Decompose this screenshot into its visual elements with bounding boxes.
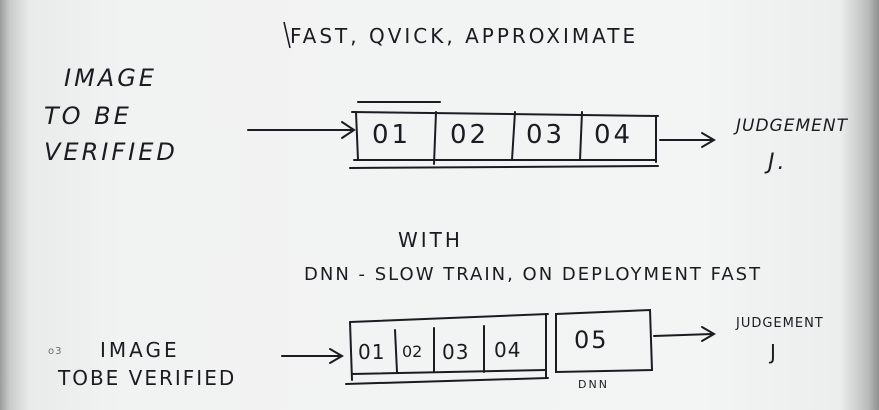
- bottom-box-01: 01: [358, 340, 386, 364]
- dnn-box: [555, 308, 654, 374]
- top-box-01: 01: [372, 120, 412, 150]
- bottom-box-02: 02: [402, 342, 423, 361]
- top-input-label-line2: TO BE: [44, 102, 132, 130]
- top-box-divider-2: [511, 111, 516, 161]
- bottom-box-03: 03: [442, 340, 470, 364]
- dnn-subtitle: DNN - SLOW TRAIN, ON DEPLOYMENT FAST: [304, 264, 763, 285]
- dnn-label: DNN: [578, 378, 609, 391]
- with-label: WITH: [398, 228, 463, 252]
- top-box-03: 03: [526, 120, 566, 150]
- bottom-output-j: J: [770, 340, 779, 364]
- top-output-label: JUDGEMENT: [736, 116, 848, 136]
- top-box-02: 02: [450, 120, 490, 150]
- top-input-label-line1: IMAGE: [64, 64, 157, 92]
- top-boxes-frame: [349, 101, 659, 169]
- bottom-output-label: JUDGEMENT: [736, 316, 824, 331]
- top-input-arrow: [247, 121, 356, 139]
- bottom-input-arrow: [281, 348, 344, 364]
- top-output-arrow: [659, 132, 716, 148]
- bottom-input-label-line1: IMAGE: [100, 338, 180, 362]
- top-box-divider-3: [579, 111, 583, 161]
- bottom-box-04: 04: [494, 338, 522, 362]
- bottom-output-arrow: [653, 326, 716, 342]
- bottom-input-label-line2: TOBE VERIFIED: [58, 366, 237, 390]
- top-title: FAST, QVICK, APPROXIMATE: [290, 24, 639, 48]
- dnn-box-05: 05: [574, 326, 609, 354]
- bottom-boxes-frame: [345, 313, 549, 385]
- top-box-divider-1: [433, 111, 437, 165]
- title-stroke: [283, 21, 291, 49]
- top-output-j: J.: [768, 150, 788, 175]
- prefix-mark: o3: [48, 346, 63, 357]
- top-box-04: 04: [594, 120, 634, 150]
- bottom-box-divider-1: [394, 329, 398, 373]
- top-input-label-line3: VERIFIED: [44, 138, 178, 166]
